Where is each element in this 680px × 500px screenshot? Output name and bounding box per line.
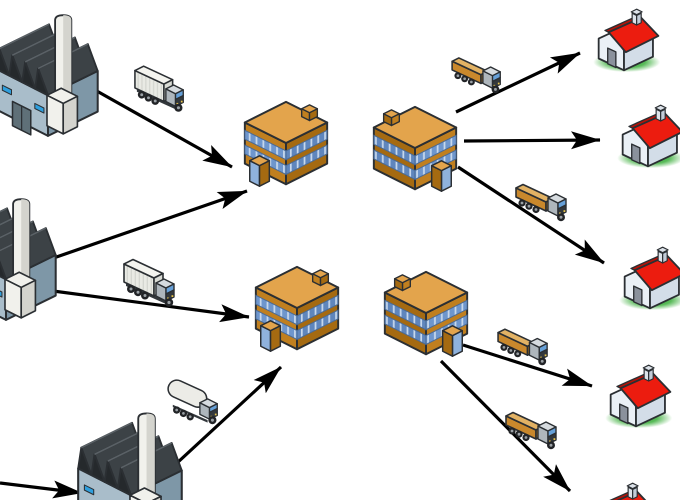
- warehouse-4[interactable]: [383, 270, 469, 358]
- warehouse-3[interactable]: [372, 105, 458, 193]
- warehouse-2[interactable]: [254, 265, 340, 353]
- arrow-factory-3-to-warehouse-2[interactable]: [175, 365, 283, 465]
- factory-1[interactable]: [0, 14, 99, 137]
- arrow-warehouse-3-to-house-3[interactable]: [457, 165, 605, 265]
- edges-layer: [0, 51, 605, 499]
- arrow-offscreen-left-to-factory-3[interactable]: [0, 480, 83, 499]
- house-2[interactable]: [616, 104, 680, 169]
- arrow-factory-2-to-warehouse-1[interactable]: [41, 189, 248, 264]
- truck-3[interactable]: [515, 183, 567, 222]
- arrow-warehouse-4-to-house-5[interactable]: [439, 359, 572, 493]
- warehouse-1[interactable]: [243, 100, 329, 188]
- house-5[interactable]: [588, 482, 658, 500]
- truck-1[interactable]: [134, 65, 185, 113]
- arrow-factory-2-to-warehouse-2[interactable]: [37, 287, 250, 323]
- arrow-warehouse-3-to-house-2[interactable]: [463, 131, 601, 150]
- house-3[interactable]: [618, 246, 680, 311]
- truck-2[interactable]: [451, 57, 502, 94]
- truck-7[interactable]: [505, 411, 557, 450]
- truck-4[interactable]: [123, 258, 175, 308]
- house-4[interactable]: [604, 364, 674, 429]
- nodes-layer: [0, 8, 680, 500]
- factory-2[interactable]: [0, 198, 57, 321]
- truck-5[interactable]: [164, 376, 219, 425]
- arrow-warehouse-3-to-house-1[interactable]: [455, 51, 581, 114]
- arrow-factory-1-to-warehouse-1[interactable]: [94, 88, 233, 169]
- house-1[interactable]: [592, 8, 662, 73]
- factory-3[interactable]: [77, 412, 183, 500]
- arrow-warehouse-4-to-house-4[interactable]: [462, 343, 593, 388]
